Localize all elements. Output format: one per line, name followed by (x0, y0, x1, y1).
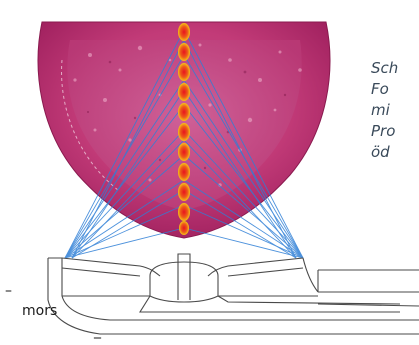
caption-right-line-1: Sch (371, 58, 419, 79)
caption-right: Sch Fo mi Pro öd (371, 58, 419, 163)
caption-left-line-2: mors (22, 301, 57, 321)
caption-right-line-5: öd (371, 142, 419, 163)
transducer-device (48, 254, 419, 334)
caption-right-line-3: mi (371, 100, 419, 121)
caption-left-line-3: _ (94, 321, 101, 341)
caption-right-line-2: Fo (371, 79, 419, 100)
caption-right-line-4: Pro (371, 121, 419, 142)
caption-left-line-1: – (5, 281, 12, 301)
